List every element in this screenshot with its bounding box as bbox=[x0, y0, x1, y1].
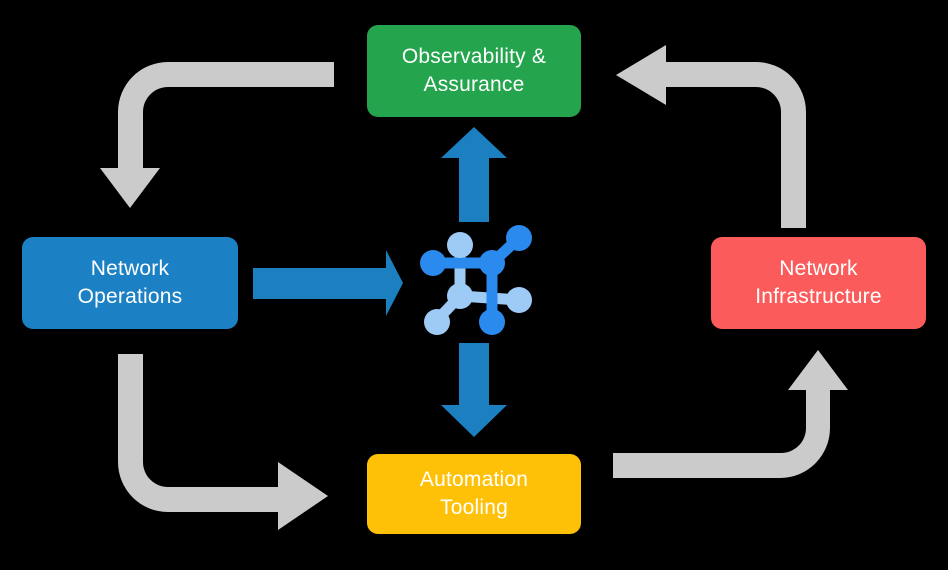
network-node-bottom-left bbox=[424, 309, 450, 335]
network-node-top-right bbox=[506, 225, 532, 251]
node-network-operations[interactable]: Network Operations bbox=[22, 237, 238, 329]
node-automation-tooling-label: Automation Tooling bbox=[419, 468, 529, 519]
node-observability-assurance[interactable]: Observability & Assurance bbox=[367, 25, 581, 117]
node-automation-tooling[interactable]: Automation Tooling bbox=[367, 454, 581, 534]
network-node-bottom bbox=[479, 309, 505, 335]
network-node-left bbox=[420, 250, 446, 276]
blue-arrow-center-to-observability bbox=[441, 127, 507, 222]
network-icon-links-secondary bbox=[427, 239, 525, 326]
gray-arrow-operations-to-automation bbox=[118, 354, 328, 530]
gray-arrow-infrastructure-to-observability bbox=[616, 45, 806, 228]
node-observability-label: Observability & Assurance bbox=[401, 45, 547, 96]
network-node-top bbox=[447, 232, 473, 258]
network-icon-links-primary bbox=[427, 232, 525, 328]
gray-arrow-observability-to-operations bbox=[100, 62, 334, 208]
network-node-mid-left bbox=[447, 283, 473, 309]
node-network-operations-label: Network Operations bbox=[77, 257, 183, 308]
network-node-right bbox=[506, 287, 532, 313]
node-network-infrastructure-label: Network Infrastructure bbox=[755, 257, 882, 308]
blue-arrow-ops-to-center bbox=[253, 250, 403, 316]
node-network-infrastructure[interactable]: Network Infrastructure bbox=[711, 237, 926, 329]
gray-arrow-automation-to-infrastructure bbox=[613, 350, 848, 478]
network-node-center bbox=[479, 250, 505, 276]
network-icon-nodes bbox=[420, 225, 532, 335]
blue-arrow-center-to-automation bbox=[441, 343, 507, 437]
